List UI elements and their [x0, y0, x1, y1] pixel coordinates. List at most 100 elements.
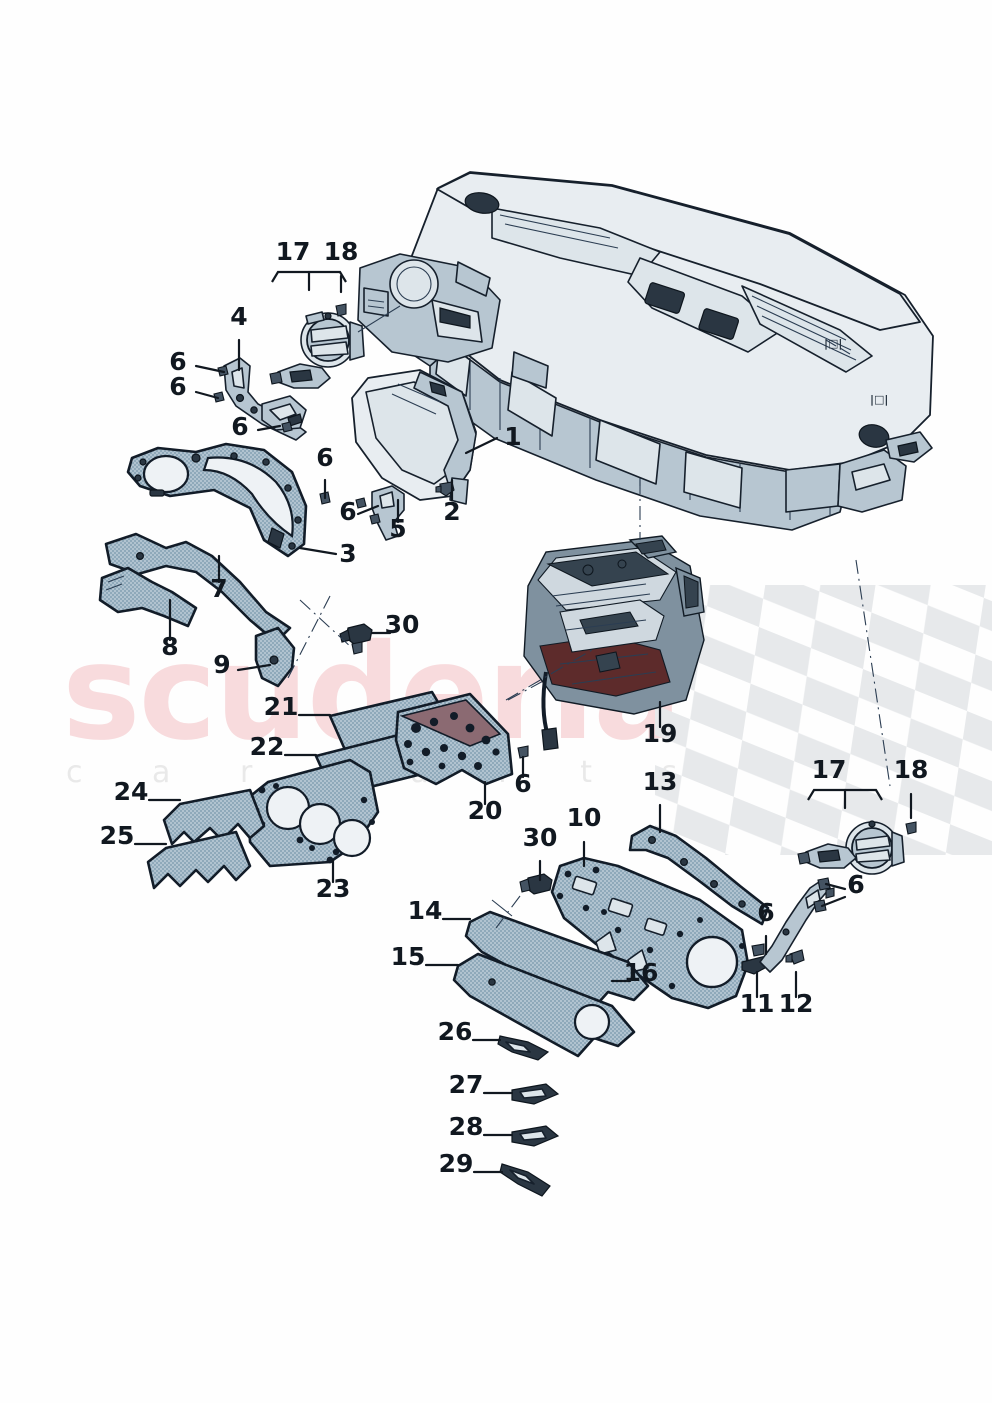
callout-14: 14 — [408, 896, 472, 925]
callout-number-7: 7 — [210, 574, 227, 603]
callout-18a: 18 — [324, 237, 359, 294]
part-4-trim-bracket — [223, 357, 307, 441]
part-6-screw-near-20 — [517, 745, 529, 759]
callout-6e: 6 — [339, 497, 380, 526]
svg-text:|□|: |□| — [824, 337, 842, 350]
callout-25: 25 — [100, 821, 168, 850]
callout-27: 27 — [449, 1070, 514, 1099]
leader-line-6e — [356, 504, 380, 516]
callout-number-13: 13 — [643, 767, 678, 796]
leader-line-6c — [256, 424, 282, 432]
callout-9: 9 — [213, 650, 272, 679]
callout-number-10: 10 — [567, 803, 602, 832]
part-10-panel-carrier — [550, 856, 750, 1010]
callout-11: 11 — [740, 970, 775, 1018]
callout-number-8: 8 — [161, 632, 178, 661]
callout-number-4: 4 — [230, 302, 247, 331]
callout-4: 4 — [230, 302, 248, 372]
callout-number-1: 1 — [504, 422, 521, 451]
callout-number-6d: 6 — [316, 443, 333, 472]
callout-24: 24 — [114, 777, 182, 806]
part-6-screws-group-bracket5 — [355, 497, 381, 525]
callout-number-6h: 6 — [847, 870, 864, 899]
part-28-badge — [511, 1125, 560, 1147]
callout-number-6e: 6 — [339, 497, 356, 526]
callout-number-6i: 6 — [757, 898, 774, 927]
callout-number-20: 20 — [468, 796, 503, 825]
callout-number-24: 24 — [114, 777, 149, 806]
callout-6i: 6 — [757, 898, 775, 956]
callout-6g: 6 — [824, 870, 865, 899]
callout-number-5: 5 — [389, 514, 406, 543]
callout-6b: 6 — [169, 372, 220, 401]
callout-3: 3 — [298, 539, 357, 568]
leader-line-6g — [824, 882, 847, 891]
part-17-vent-housing-lower — [797, 843, 857, 869]
callout-number-11: 11 — [740, 989, 775, 1018]
part-18-screw-upper — [335, 303, 347, 317]
callout-23: 23 — [316, 858, 351, 903]
callout-22: 22 — [250, 732, 318, 761]
callout-number-6g: 6 — [847, 870, 864, 899]
leader-line-6b — [194, 390, 220, 400]
part-25-foam-pad — [146, 830, 252, 890]
callout-number-17b: 17 — [812, 755, 847, 784]
svg-text:|□|: |□| — [870, 393, 888, 406]
callout-number-6b: 6 — [169, 372, 186, 401]
part-9-trim-block — [254, 626, 296, 688]
leader-line-6a — [194, 364, 226, 374]
callout-2: 2 — [443, 478, 461, 526]
steering-column-module — [357, 253, 501, 363]
callout-number-19: 19 — [643, 719, 678, 748]
callout-30b: 30 — [523, 823, 558, 882]
callout-6d: 6 — [316, 443, 334, 500]
callout-number-29: 29 — [439, 1149, 474, 1178]
callout-number-6f: 6 — [514, 769, 531, 798]
part-3-cluster-frame — [126, 442, 308, 558]
part-6-screws-group-right — [813, 877, 835, 913]
part-17-air-vent-upper — [300, 311, 365, 368]
callout-number-27: 27 — [449, 1070, 484, 1099]
callout-13: 13 — [643, 767, 678, 834]
callout-17a: 17 — [271, 237, 347, 292]
callout-number-18b: 18 — [894, 755, 929, 784]
callout-29: 29 — [439, 1149, 504, 1178]
callout-number-12: 12 — [779, 989, 814, 1018]
part-1-cluster-housing — [351, 369, 477, 505]
callout-number-23: 23 — [316, 874, 351, 903]
part-8-lower-trim-strip — [98, 566, 198, 628]
part-29-emblem-script — [499, 1163, 551, 1197]
callout-6a: 6 — [169, 347, 226, 376]
part-17-air-vent-lower — [845, 820, 905, 875]
callout-number-6a: 6 — [169, 347, 186, 376]
callout-1: 1 — [464, 422, 522, 455]
callout-number-18a: 18 — [324, 237, 359, 266]
callout-number-28: 28 — [449, 1112, 484, 1141]
leader-line-6h — [820, 895, 847, 908]
leader-line-3 — [298, 546, 338, 556]
callout-number-30b: 30 — [523, 823, 558, 852]
part-17-vent-housing-upper — [269, 363, 331, 389]
part-2-screw — [435, 481, 455, 497]
callout-number-22: 22 — [250, 732, 285, 761]
callout-5: 5 — [389, 498, 407, 543]
callout-19: 19 — [643, 700, 678, 748]
part-12-screw — [785, 949, 805, 965]
part-14-lower-trim-panel — [464, 910, 650, 1012]
callout-7: 7 — [210, 554, 228, 603]
part-15-lower-trim-panel — [452, 952, 636, 1058]
callout-number-17a: 17 — [276, 237, 311, 266]
callout-28: 28 — [449, 1112, 514, 1141]
dashboard-assembly: |□| |□| — [410, 171, 934, 531]
callout-21: 21 — [264, 692, 332, 721]
part-27-badge — [511, 1083, 560, 1105]
part-23-vent-carrier — [246, 758, 380, 868]
callout-30a: 30 — [370, 610, 419, 639]
callout-20: 20 — [468, 780, 503, 825]
callout-number-6c: 6 — [231, 412, 248, 441]
callout-26: 26 — [438, 1017, 502, 1046]
callout-15: 15 — [391, 942, 460, 971]
